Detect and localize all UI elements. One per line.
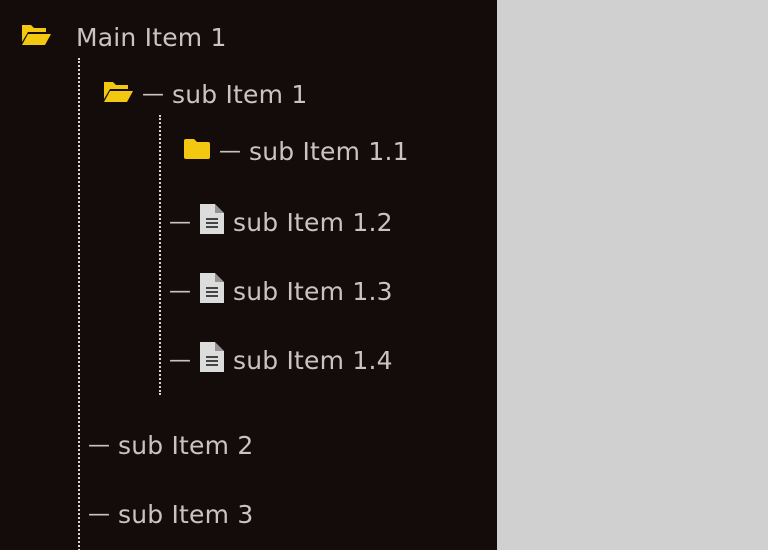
tree-node-label: sub Item 1 xyxy=(172,79,308,109)
file-icon xyxy=(199,203,225,241)
tree-node-sub-item-3[interactable]: — sub Item 3 xyxy=(88,494,253,534)
tree-guide-line-root xyxy=(78,58,80,550)
tree-connector-dash: — xyxy=(142,81,164,107)
tree-node-sub-item-1-1[interactable]: — sub Item 1.1 xyxy=(183,131,409,171)
tree-node-sub-item-1-2[interactable]: — sub Item 1.2 xyxy=(169,202,393,242)
tree-connector-dash: — xyxy=(219,138,241,164)
folder-icon xyxy=(183,137,211,166)
tree-node-sub-item-2[interactable]: — sub Item 2 xyxy=(88,425,253,465)
tree-connector-dash: — xyxy=(88,501,110,527)
tree-node-sub-item-1[interactable]: — sub Item 1 xyxy=(102,74,307,114)
tree-connector-dash: — xyxy=(169,278,191,304)
tree-node-label: sub Item 1.4 xyxy=(233,345,393,375)
tree-node-sub-item-1-3[interactable]: — sub Item 1.3 xyxy=(169,271,393,311)
tree-node-main-item-1[interactable]: Main Item 1 xyxy=(20,17,227,57)
tree-node-sub-item-1-4[interactable]: — sub Item 1.4 xyxy=(169,340,393,380)
file-icon xyxy=(199,272,225,310)
tree-guide-line-sub1 xyxy=(159,115,161,395)
tree-node-label: sub Item 1.1 xyxy=(249,136,409,166)
tree-connector-dash: — xyxy=(88,432,110,458)
tree-node-label: Main Item 1 xyxy=(76,22,227,52)
folder-open-icon xyxy=(20,22,52,52)
empty-content-area xyxy=(497,0,768,550)
tree-node-label: sub Item 1.2 xyxy=(233,207,393,237)
tree-node-label: sub Item 3 xyxy=(118,499,254,529)
tree-node-label: sub Item 2 xyxy=(118,430,254,460)
file-icon xyxy=(199,341,225,379)
tree-connector-dash: — xyxy=(169,209,191,235)
folder-open-icon xyxy=(102,79,134,109)
tree-node-label: sub Item 1.3 xyxy=(233,276,393,306)
tree-panel: Main Item 1 — sub Item 1 — sub Item 1.1 … xyxy=(0,0,497,550)
tree-connector-dash: — xyxy=(169,347,191,373)
